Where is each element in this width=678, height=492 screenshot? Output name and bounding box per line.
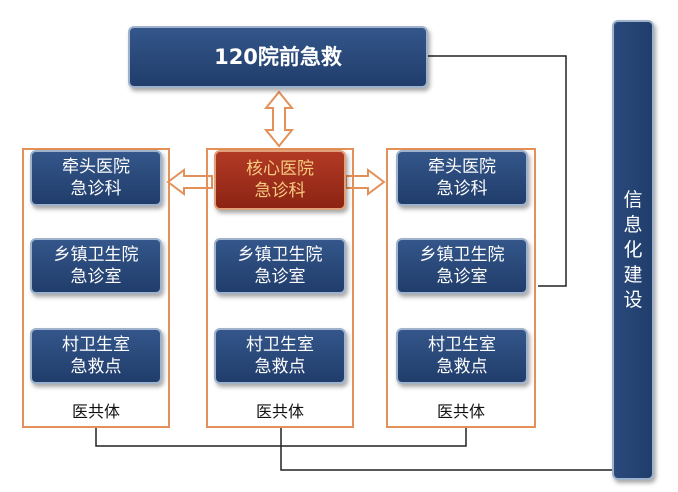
top-box-prehospital: 120院前急救 bbox=[128, 26, 428, 88]
sidebar-char: 建 bbox=[623, 263, 643, 286]
unit-line1: 核心医院 bbox=[246, 159, 314, 179]
group-left-label: 医共体 bbox=[71, 402, 120, 421]
center-to-sidebar-connector bbox=[280, 428, 612, 471]
group-left-unit-1: 牵头医院 急诊科 bbox=[30, 150, 162, 206]
unit-line1: 牵头医院 bbox=[428, 157, 496, 177]
group-right-unit-1: 牵头医院 急诊科 bbox=[396, 150, 528, 206]
unit-line1: 村卫生室 bbox=[428, 335, 496, 355]
top-box-label: 120院前急救 bbox=[214, 45, 342, 69]
unit-line2: 急救点 bbox=[70, 357, 122, 377]
unit-line2: 急诊室 bbox=[436, 267, 488, 287]
group-right bbox=[386, 148, 536, 428]
double-arrow-vertical bbox=[263, 90, 295, 148]
unit-line1: 乡镇卫生院 bbox=[237, 245, 323, 265]
group-right-unit-3: 村卫生室 急救点 bbox=[396, 328, 528, 384]
group-center-unit-3: 村卫生室 急救点 bbox=[214, 328, 346, 384]
unit-line2: 急救点 bbox=[436, 357, 488, 377]
sidebar-informatization: 信息化建设 bbox=[612, 20, 654, 480]
unit-line2: 急诊室 bbox=[254, 267, 306, 287]
unit-line2: 急诊科 bbox=[70, 179, 122, 199]
sidebar-char: 化 bbox=[623, 238, 643, 261]
sidebar-char: 信 bbox=[623, 188, 643, 211]
group-center bbox=[206, 148, 354, 428]
unit-line2: 急诊科 bbox=[436, 179, 488, 199]
group-left-unit-2: 乡镇卫生院 急诊室 bbox=[30, 238, 162, 294]
arrow-right bbox=[345, 168, 386, 196]
arrow-left bbox=[166, 168, 213, 196]
unit-line1: 村卫生室 bbox=[246, 335, 314, 355]
unit-line1: 乡镇卫生院 bbox=[53, 245, 139, 265]
top-to-sidebar-connector bbox=[428, 55, 567, 287]
unit-line2: 急救点 bbox=[254, 357, 306, 377]
group-center-unit-1: 核心医院 急诊科 bbox=[214, 150, 346, 210]
unit-line1: 牵头医院 bbox=[62, 157, 130, 177]
group-left-unit-3: 村卫生室 急救点 bbox=[30, 328, 162, 384]
unit-line2: 急诊科 bbox=[254, 181, 306, 201]
sidebar-char: 息 bbox=[623, 213, 643, 236]
group-center-unit-2: 乡镇卫生院 急诊室 bbox=[214, 238, 346, 294]
group-left bbox=[22, 148, 170, 428]
sidebar-char: 设 bbox=[623, 288, 643, 311]
group-center-label: 医共体 bbox=[255, 402, 304, 421]
unit-line1: 乡镇卫生院 bbox=[419, 245, 505, 265]
sidebar-label: 信息化建设 bbox=[623, 188, 642, 313]
unit-line1: 村卫生室 bbox=[62, 335, 130, 355]
unit-line2: 急诊室 bbox=[70, 267, 122, 287]
group-right-label: 医共体 bbox=[436, 402, 485, 421]
group-right-unit-2: 乡镇卫生院 急诊室 bbox=[396, 238, 528, 294]
